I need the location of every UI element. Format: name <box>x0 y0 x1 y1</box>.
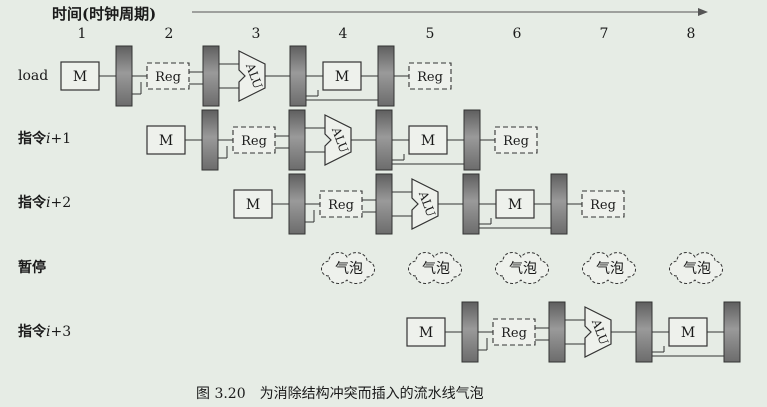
bubble-cloud-shape <box>495 252 549 284</box>
memory-box <box>495 189 535 219</box>
row-label-instr-i2: 指令i+2 <box>18 194 71 211</box>
bubble-cycle-5: 气泡 <box>408 252 462 284</box>
register-file-label: Reg <box>501 326 527 341</box>
bubble-label: 气泡 <box>422 261 450 277</box>
cycle-number-4: 4 <box>339 26 348 42</box>
register-file-box <box>319 190 363 218</box>
cycle-number-8: 8 <box>687 26 696 42</box>
cycle-number-7: 7 <box>600 26 609 42</box>
memory-box <box>60 61 100 91</box>
memory-box <box>668 317 708 347</box>
cycle-number-5: 5 <box>426 26 435 42</box>
register-file-box <box>494 126 538 154</box>
pipeline-register <box>289 45 307 107</box>
bubble-cloud-shape <box>582 252 636 284</box>
pipeline-register <box>462 173 480 235</box>
register-file-label: Reg <box>328 198 354 213</box>
register-file-box <box>232 126 276 154</box>
memory-box <box>322 61 362 91</box>
alu-shape <box>238 50 266 102</box>
memory-label: M <box>335 69 349 85</box>
bubble-cloud-shape <box>669 252 723 284</box>
cycle-number-2: 2 <box>165 26 174 42</box>
register-file-label: Reg <box>503 134 529 149</box>
row-label-stall: 暂停 <box>18 259 46 276</box>
memory-label: M <box>419 325 433 341</box>
memory-box <box>406 317 446 347</box>
memory-box <box>408 125 448 155</box>
memory-box <box>146 125 186 155</box>
alu-shape <box>324 114 352 166</box>
memory-label: M <box>159 133 173 149</box>
register-file-box <box>146 62 190 90</box>
bubble-cycle-8: 气泡 <box>669 252 723 284</box>
alu-shape <box>584 306 612 358</box>
pipeline-register <box>461 301 479 363</box>
bubble-label: 气泡 <box>683 261 711 277</box>
pipeline-register <box>550 173 568 235</box>
bubble-cloud-shape <box>321 252 375 284</box>
bubble-cycle-6: 气泡 <box>495 252 549 284</box>
memory-box <box>233 189 273 219</box>
memory-label: M <box>421 133 435 149</box>
memory-label: M <box>508 197 522 213</box>
bubble-label: 气泡 <box>596 261 624 277</box>
pipeline-register <box>201 109 219 171</box>
register-file-box <box>492 318 536 346</box>
register-file-box <box>408 62 452 90</box>
memory-label: M <box>246 197 260 213</box>
register-file-label: Reg <box>417 70 443 85</box>
pipeline-register <box>115 45 133 107</box>
register-file-label: Reg <box>590 198 616 213</box>
time-axis-label: 时间(时钟周期) <box>52 5 156 23</box>
register-file-label: Reg <box>241 134 267 149</box>
memory-label: M <box>73 69 87 85</box>
pipeline-register <box>202 45 220 107</box>
bubble-cycle-7: 气泡 <box>582 252 636 284</box>
pipeline-register <box>288 109 306 171</box>
row-label-instr-i1: 指令i+1 <box>18 130 71 147</box>
row-label-load: load <box>18 68 48 84</box>
cycle-number-3: 3 <box>252 26 261 42</box>
pipeline-register <box>548 301 566 363</box>
register-file-box <box>581 190 625 218</box>
pipeline-register <box>463 109 481 171</box>
register-file-label: Reg <box>155 70 181 85</box>
cycle-numbers: 1 2 3 4 5 6 7 8 <box>78 26 696 42</box>
bubble-cloud-shape <box>408 252 462 284</box>
cycle-number-1: 1 <box>78 26 87 42</box>
pipeline-register <box>375 173 393 235</box>
pipeline-register <box>635 301 653 363</box>
bubble-label: 气泡 <box>509 261 537 277</box>
pipeline-register <box>375 109 393 171</box>
bubbles: 气泡 气泡 气泡 气泡 气泡 <box>321 252 723 284</box>
memory-label: M <box>681 325 695 341</box>
pipeline-register <box>377 45 395 107</box>
cycle-number-6: 6 <box>513 26 522 42</box>
row-label-instr-i3: 指令i+3 <box>18 323 71 340</box>
bubble-cycle-4: 气泡 <box>321 252 375 284</box>
bubble-label: 气泡 <box>335 261 363 277</box>
alu-shape <box>411 178 439 230</box>
pipeline-register <box>723 301 741 363</box>
pipeline-register <box>288 173 306 235</box>
